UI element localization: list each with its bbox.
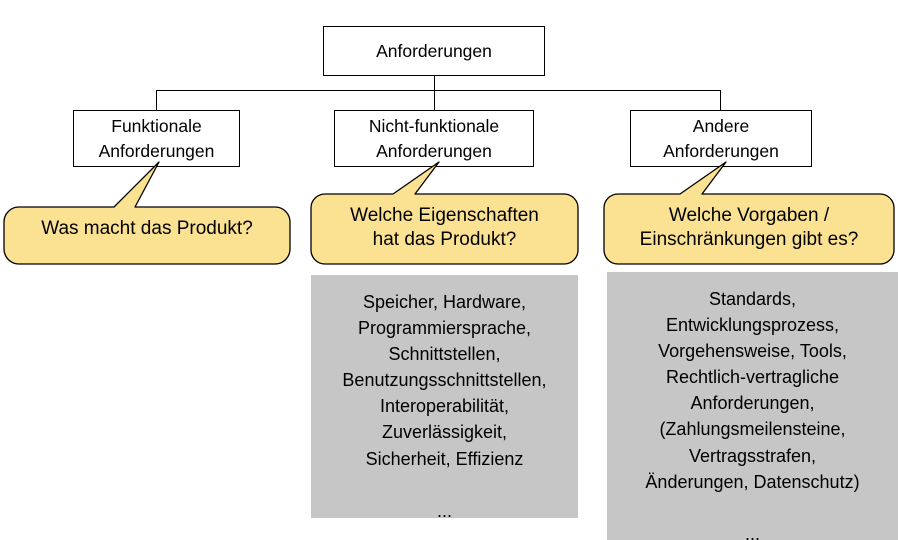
detail-panel-nicht-funktionale: Speicher, Hardware, Programmiersprache, … xyxy=(311,275,578,521)
node-anforderungen-label: Anforderungen xyxy=(376,40,492,61)
detail-panel-andere: Standards, Entwicklungsprozess, Vorgehen… xyxy=(607,272,898,540)
callout-nicht-funktionale: Welche Eigenschaften hat das Produkt? xyxy=(310,161,579,265)
callout-andere: Welche Vorgaben / Einschränkungen gibt e… xyxy=(603,161,895,265)
callout-funktionale: Was macht das Produkt? xyxy=(3,161,291,265)
node-funktionale-anforderungen: Funktionale Anforderungen xyxy=(73,110,240,167)
node-nicht-funktionale-anforderungen-label: Nicht-funktionale Anforderungen xyxy=(368,116,500,161)
connector-to-nicht-funktionale xyxy=(433,90,435,110)
callout-andere-shape xyxy=(603,161,895,265)
callout-nicht-funktionale-shape xyxy=(310,161,579,265)
node-funktionale-anforderungen-label: Funktionale Anforderungen xyxy=(98,116,215,161)
node-nicht-funktionale-anforderungen: Nicht-funktionale Anforderungen xyxy=(334,110,534,167)
connector-to-funktionale xyxy=(156,90,158,110)
node-anforderungen: Anforderungen xyxy=(323,26,545,76)
connector-to-andere xyxy=(720,90,722,110)
node-andere-anforderungen: Andere Anforderungen xyxy=(630,110,812,167)
callout-funktionale-shape xyxy=(3,161,291,265)
connector-horizontal-bus xyxy=(156,90,721,92)
connector-root-stem xyxy=(433,76,435,91)
node-andere-anforderungen-label: Andere Anforderungen xyxy=(663,116,779,161)
